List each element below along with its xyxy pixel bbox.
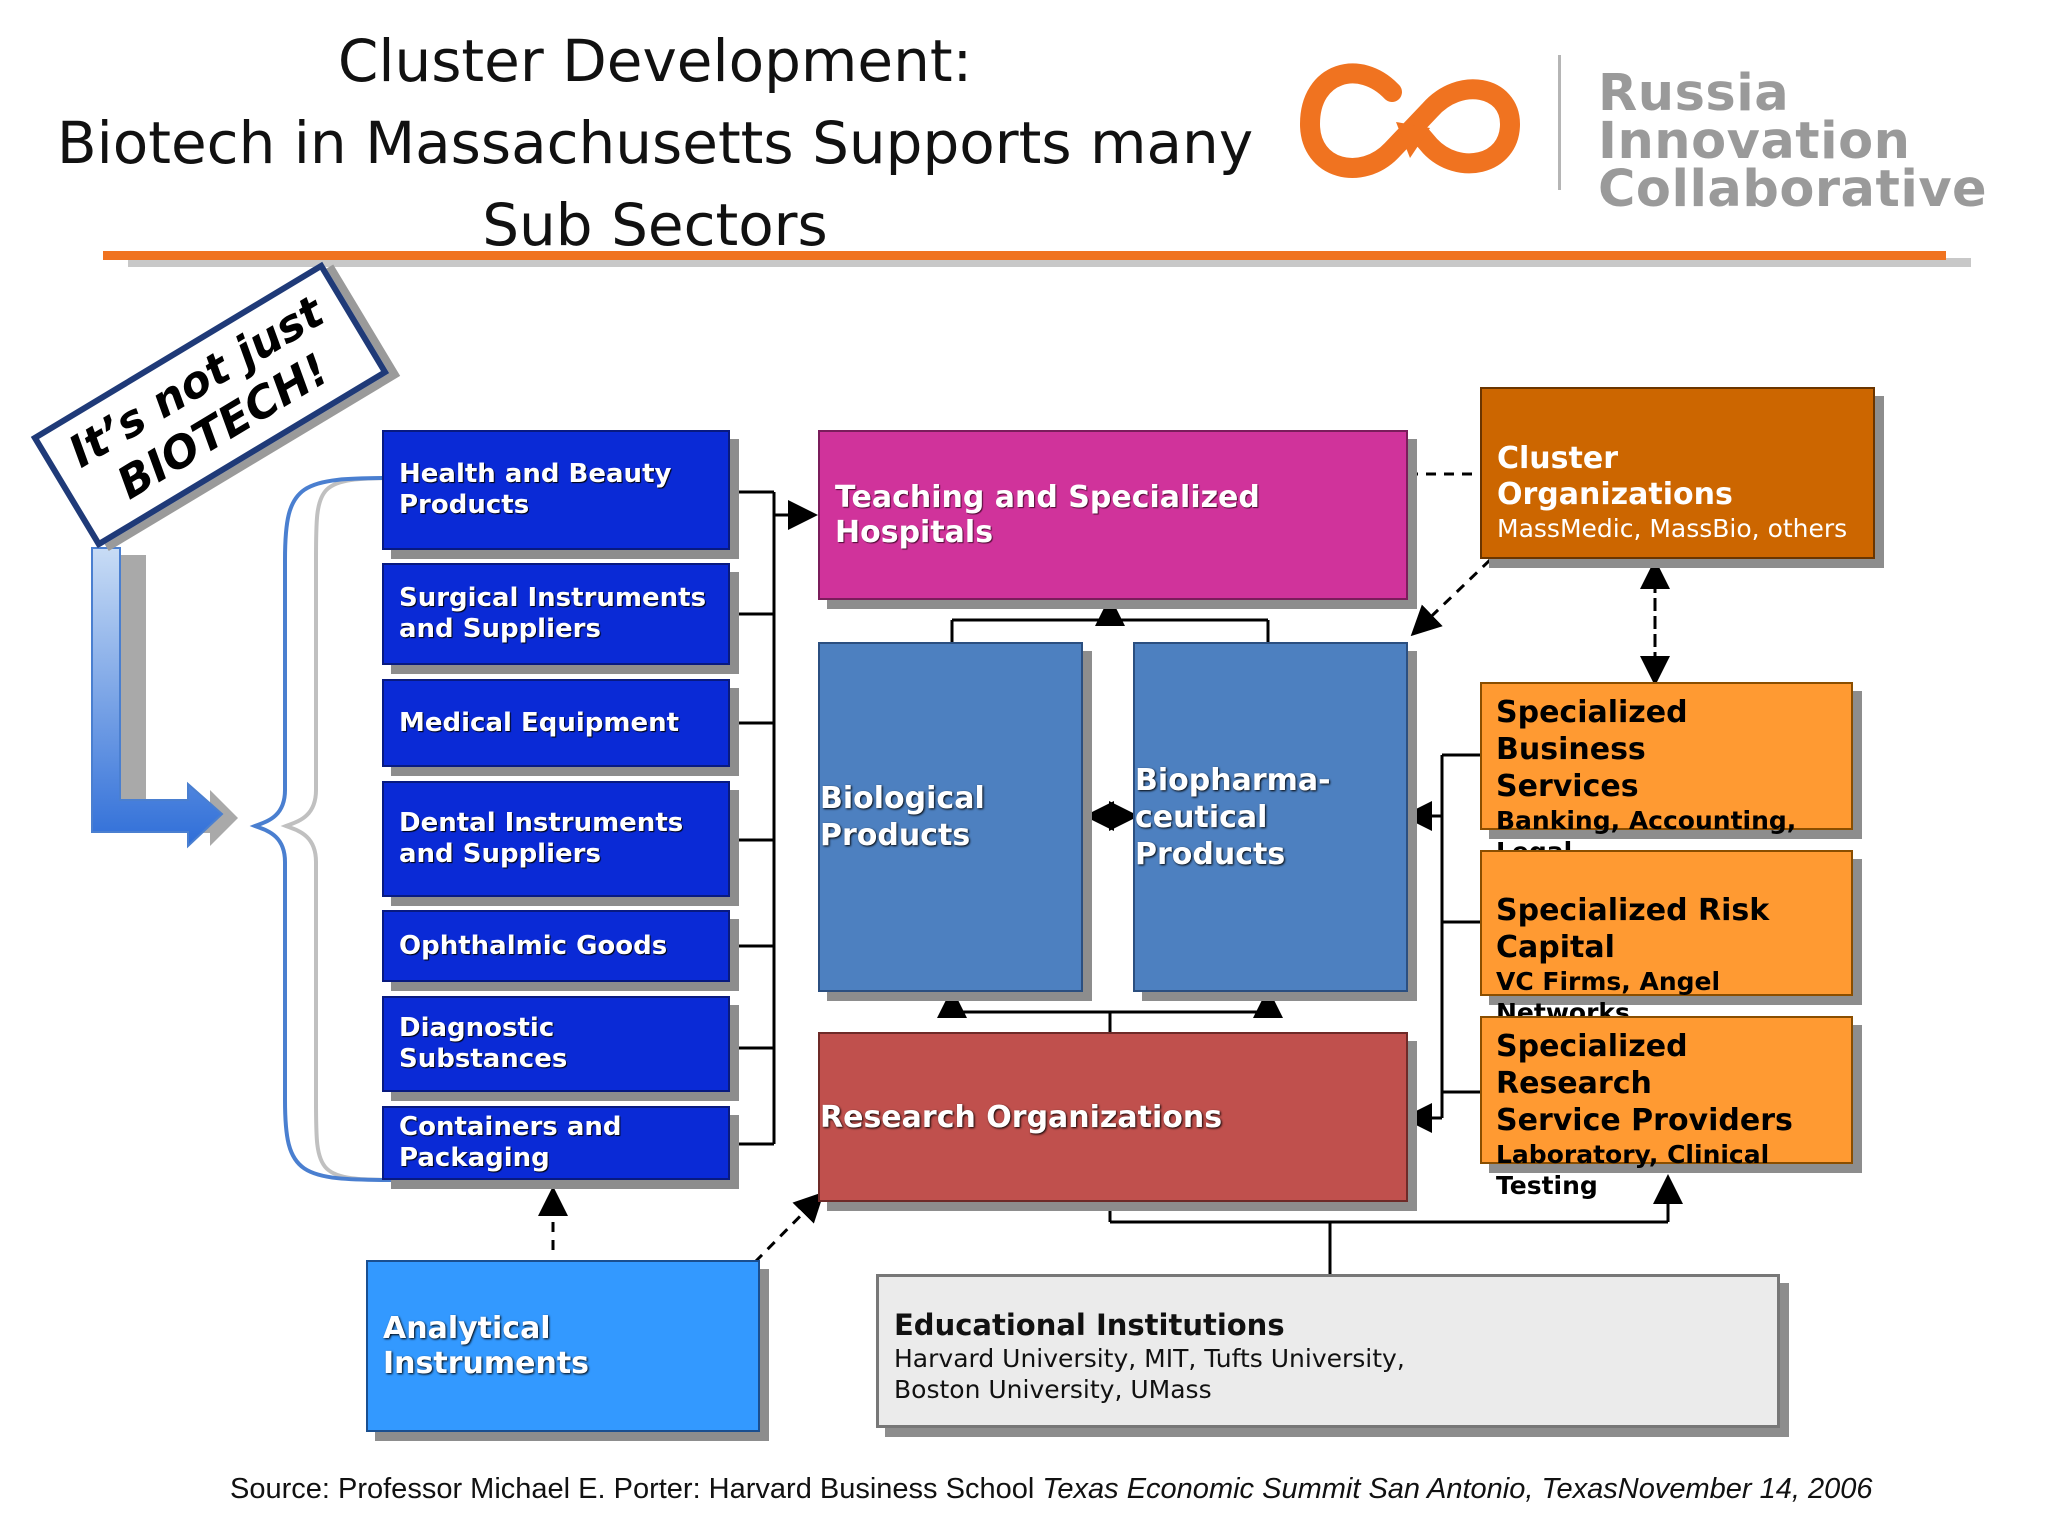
right-bus-lines: [1402, 753, 1480, 1133]
cluster-organizations-title: Cluster Organizations: [1497, 441, 1733, 512]
cluster-organizations-sub: MassMedic, MassBio, others: [1497, 514, 1848, 543]
box-cluster-organizations: Cluster Organizations MassMedic, MassBio…: [1480, 387, 1875, 559]
source-citation-italic: Texas Economic Summit San Antonio, Texas…: [1042, 1473, 1873, 1505]
left-bus-lines: [730, 490, 818, 1146]
box-medical-equipment: Medical Equipment: [382, 679, 730, 767]
title-line-3: Sub Sectors: [482, 191, 828, 259]
box-research-service-providers: Specialized Research Service Providers L…: [1480, 1016, 1853, 1200]
box-diagnostic-substances-label: Diagnostic Substances: [399, 1013, 568, 1074]
box-analytical-instruments: Analytical Instruments: [366, 1260, 760, 1432]
educational-institutions-sub: Harvard University, MIT, Tufts Universit…: [894, 1344, 1405, 1404]
box-health-beauty-label: Health and Beauty Products: [399, 459, 672, 520]
products-to-hospitals: [937, 596, 1283, 1032]
source-citation: Source: Professor Michael E. Porter: Har…: [230, 1473, 1873, 1506]
research-service-providers-title: Specialized Research Service Providers: [1496, 1029, 1793, 1138]
curly-bracket-icon: [249, 476, 402, 1182]
box-surgical-instruments-label: Surgical Instruments and Suppliers: [399, 583, 707, 644]
box-analytical-instruments-label: Analytical Instruments: [383, 1311, 590, 1381]
box-ophthalmic-goods: Ophthalmic Goods: [382, 910, 730, 982]
slide-title: Cluster Development: Biotech in Massachu…: [40, 20, 1270, 266]
box-dental-instruments: Dental Instruments and Suppliers: [382, 781, 730, 897]
research-service-providers-sub: Laboratory, Clinical Testing: [1496, 1140, 1770, 1200]
big-l-arrow-icon: [91, 547, 238, 849]
box-biopharmaceutical-products-label: Biopharma- ceutical Products: [1135, 762, 1331, 872]
box-biological-products-label: Biological Products: [820, 781, 985, 853]
title-line-2: Biotech in Massachusetts Supports many: [56, 109, 1254, 177]
box-surgical-instruments: Surgical Instruments and Suppliers: [382, 563, 730, 665]
logo-wordmark: Russia Innovation Collaborative: [1598, 64, 2048, 219]
box-teaching-hospitals-label: Teaching and Specialized Hospitals: [835, 480, 1260, 550]
box-business-services: Specialized Business Services Banking, A…: [1480, 682, 1853, 866]
business-services-title: Specialized Business Services: [1496, 695, 1688, 804]
educational-institutions-title: Educational Institutions: [894, 1308, 1285, 1342]
box-medical-equipment-label: Medical Equipment: [399, 707, 680, 738]
box-health-beauty: Health and Beauty Products: [382, 430, 730, 550]
box-educational-institutions: Educational Institutions Harvard Univers…: [876, 1274, 1780, 1428]
title-line-1: Cluster Development:: [337, 27, 973, 95]
box-biopharmaceutical-products: Biopharma- ceutical Products: [1133, 642, 1408, 992]
box-risk-capital: Specialized Risk Capital VC Firms, Angel…: [1480, 850, 1853, 1027]
logo-line-1: Russia Innovation: [1598, 64, 1911, 171]
box-teaching-hospitals: Teaching and Specialized Hospitals: [818, 430, 1408, 600]
box-diagnostic-substances: Diagnostic Substances: [382, 996, 730, 1092]
logo-line-2: Collaborative: [1598, 160, 1988, 219]
box-research-organizations: Research Organizations: [818, 1032, 1408, 1202]
title-rule: [103, 251, 1946, 260]
box-dental-instruments-label: Dental Instruments and Suppliers: [399, 808, 684, 869]
box-containers-packaging-label: Containers and Packaging: [399, 1112, 622, 1173]
box-research-organizations-label: Research Organizations: [820, 1099, 1223, 1135]
dashed-links: [538, 472, 1670, 1264]
risk-capital-title: Specialized Risk Capital: [1496, 893, 1770, 965]
box-biological-products: Biological Products: [818, 642, 1083, 992]
box-containers-packaging: Containers and Packaging: [382, 1106, 730, 1180]
logo-separator: [1558, 55, 1561, 190]
education-lines: [1108, 1174, 1683, 1274]
source-citation-text: Source: Professor Michael E. Porter: Har…: [230, 1473, 1043, 1505]
title-rule-shadow: [128, 258, 1971, 267]
box-ophthalmic-goods-label: Ophthalmic Goods: [399, 930, 668, 961]
